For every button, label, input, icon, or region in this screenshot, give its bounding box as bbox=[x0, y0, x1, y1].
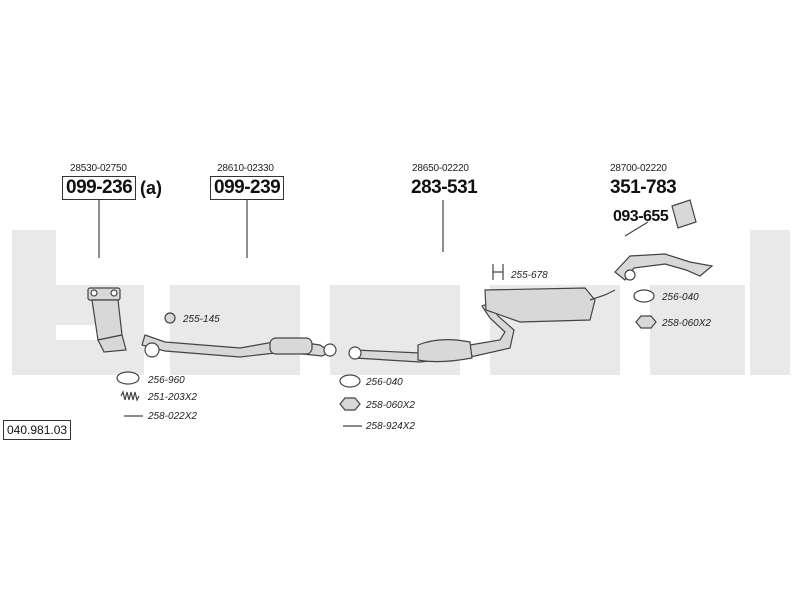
oe-number: 28530-02750 bbox=[70, 163, 127, 174]
front-pipe-icon bbox=[141, 334, 337, 358]
part-number[interactable]: 099-239 bbox=[210, 176, 285, 200]
flange-gasket-icon bbox=[633, 289, 655, 303]
part-number[interactable]: 283-531 bbox=[411, 177, 478, 198]
bracket-icon bbox=[671, 199, 697, 229]
leader-line bbox=[624, 221, 649, 237]
hanger-icon bbox=[492, 264, 504, 280]
diagram-reference: 040.981.03 bbox=[3, 420, 72, 440]
rubber-mount-icon bbox=[164, 312, 176, 324]
part-suffix: (a) bbox=[140, 178, 162, 198]
rear-silencer-icon bbox=[484, 287, 616, 323]
spring-icon bbox=[120, 390, 140, 402]
oe-number: 28700-02220 bbox=[610, 163, 667, 174]
oe-number: 28610-02330 bbox=[217, 163, 274, 174]
accessory-label: 258-924X2 bbox=[366, 421, 415, 432]
accessory-label: 258-060X2 bbox=[366, 400, 415, 411]
accessory-label: 256-960 bbox=[148, 375, 185, 386]
accessory-label: 256-040 bbox=[366, 377, 403, 388]
accessory-label: 256-040 bbox=[662, 292, 699, 303]
accessory-label: 251-203X2 bbox=[148, 392, 197, 403]
catalytic-converter-icon bbox=[87, 287, 127, 353]
nut-icon bbox=[635, 315, 657, 329]
tailpipe-icon bbox=[614, 253, 714, 281]
ring-gasket-icon bbox=[116, 371, 140, 385]
flange-gasket-icon bbox=[339, 374, 361, 388]
accessory-label: 258-022X2 bbox=[148, 411, 197, 422]
accessory-label: 255-678 bbox=[511, 270, 548, 281]
nut-icon bbox=[339, 397, 361, 411]
accessory-label: 255-145 bbox=[183, 314, 220, 325]
part-number[interactable]: 099-236 bbox=[62, 176, 137, 200]
centre-pipe-icon bbox=[348, 302, 515, 363]
oe-number: 28650-02220 bbox=[412, 163, 469, 174]
accessory-label: 258-060X2 bbox=[662, 318, 711, 329]
part-number[interactable]: 351-783 bbox=[610, 177, 677, 198]
part-number[interactable]: 093-655 bbox=[613, 208, 669, 225]
